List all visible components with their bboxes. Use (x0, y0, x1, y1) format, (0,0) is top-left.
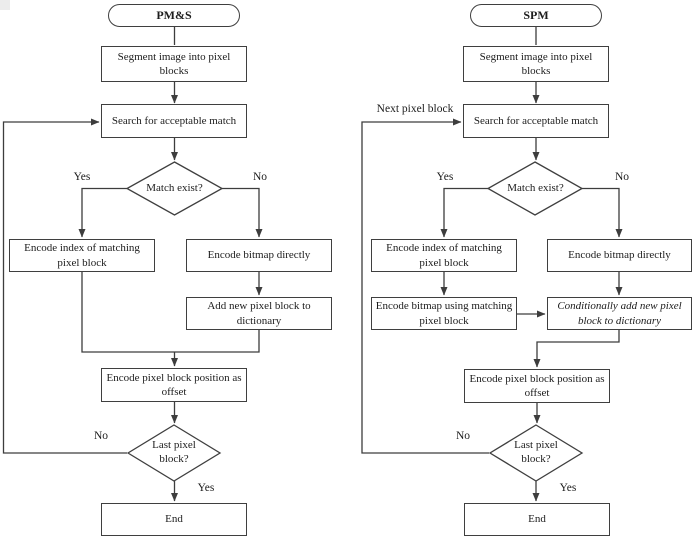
pms-encode-index-step: Encode index of matching pixel block (9, 239, 155, 272)
spm-encode-bitmap-matching-step: Encode bitmap using matching pixel block (371, 297, 517, 330)
pms-loop-no-label: No (93, 430, 109, 442)
spm-last-decision-label: Last pixel block? (514, 439, 558, 465)
spm-last-decision-diamond (488, 424, 584, 482)
spm-end-terminator: End (464, 503, 610, 536)
edge-pms-match-yes (78, 187, 127, 238)
spm-next-pixel-block-label: Next pixel block (376, 103, 454, 115)
pms-last-decision-label: Last pixel block? (152, 439, 196, 465)
spm-end-yes-label: Yes (559, 482, 577, 494)
spm-search-step: Search for acceptable match (463, 104, 609, 138)
edge-pms-merge (81, 272, 260, 353)
pms-segment-step: Segment image into pixel blocks (101, 46, 247, 82)
spm-encode-offset-step: Encode pixel block position as offset (464, 369, 610, 403)
pms-add-new-block-step: Add new pixel block to dictionary (186, 297, 332, 330)
pms-match-decision-diamond (125, 161, 224, 216)
edge-spm-match-yes (440, 187, 488, 238)
spm-conditionally-add-step: Conditionally add new pixel block to dic… (547, 297, 692, 330)
spm-segment-step: Segment image into pixel blocks (463, 46, 609, 82)
edge-spm-condadd-offset (533, 330, 620, 368)
pms-no-branch-label: No (252, 171, 268, 183)
spm-encode-bitmap-step: Encode bitmap directly (547, 239, 692, 272)
pms-start-terminator: PM&S (108, 4, 240, 27)
scan-artifact-corner (0, 0, 10, 10)
spm-match-decision-label: Match exist? (507, 181, 564, 194)
pms-last-decision-diamond (126, 424, 222, 482)
edge-spm-match-no (582, 187, 623, 238)
spm-yes-branch-label: Yes (436, 171, 454, 183)
pms-encode-offset-step: Encode pixel block position as offset (101, 368, 247, 402)
pms-end-yes-label: Yes (197, 482, 215, 494)
edge-pms-loop-no (2, 118, 127, 454)
spm-start-terminator: SPM (470, 4, 602, 27)
spm-loop-no-label: No (455, 430, 471, 442)
pms-yes-branch-label: Yes (73, 171, 91, 183)
edge-spm-loop-no (361, 118, 489, 454)
spm-no-branch-label: No (614, 171, 630, 183)
edge-pms-match-no (222, 187, 263, 238)
pms-match-decision-label: Match exist? (146, 181, 203, 194)
pms-encode-bitmap-step: Encode bitmap directly (186, 239, 332, 272)
spm-encode-index-step: Encode index of matching pixel block (371, 239, 517, 272)
spm-match-decision-diamond (486, 161, 584, 216)
pms-search-step: Search for acceptable match (101, 104, 247, 138)
pms-end-terminator: End (101, 503, 247, 536)
